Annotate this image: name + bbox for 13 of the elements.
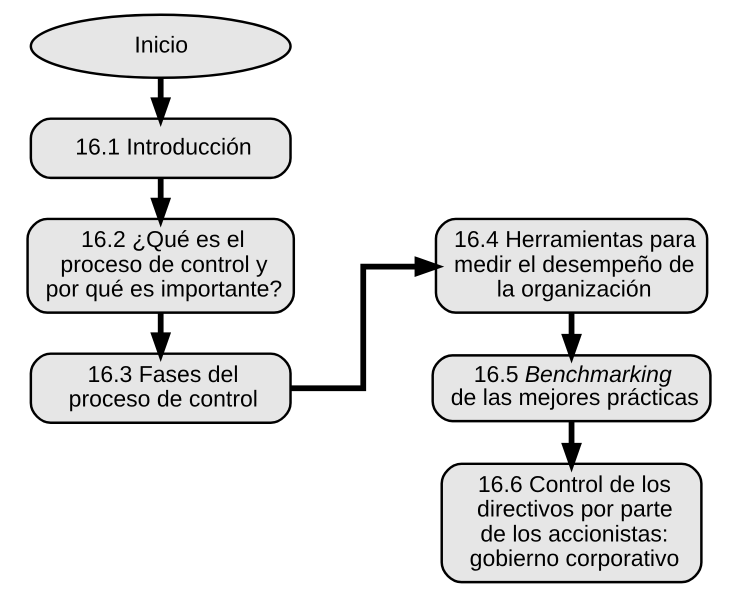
node-box: 16.5 Benchmarking de las mejores prácticas bbox=[430, 354, 712, 422]
arrow bbox=[560, 312, 582, 364]
node-ellipse: Inicio bbox=[29, 13, 292, 79]
arrow bbox=[150, 78, 171, 128]
node-box: 16.2 ¿Qué es el proceso de control y por qué es importante? bbox=[26, 218, 295, 314]
arrow bbox=[150, 312, 171, 362]
arrow bbox=[290, 256, 444, 392]
node-box: 16.1 Introducción bbox=[29, 117, 292, 180]
arrow bbox=[560, 422, 582, 472]
node-box: 16.3 Fases del proceso de control bbox=[29, 352, 292, 424]
arrow bbox=[150, 178, 171, 228]
node-box: 16.6 Control de los directivos por parte de los accionistas: gobierno corporativo bbox=[440, 462, 702, 584]
node-box: 16.4 Herramientas para medir el desempeño de la organización bbox=[434, 218, 708, 314]
